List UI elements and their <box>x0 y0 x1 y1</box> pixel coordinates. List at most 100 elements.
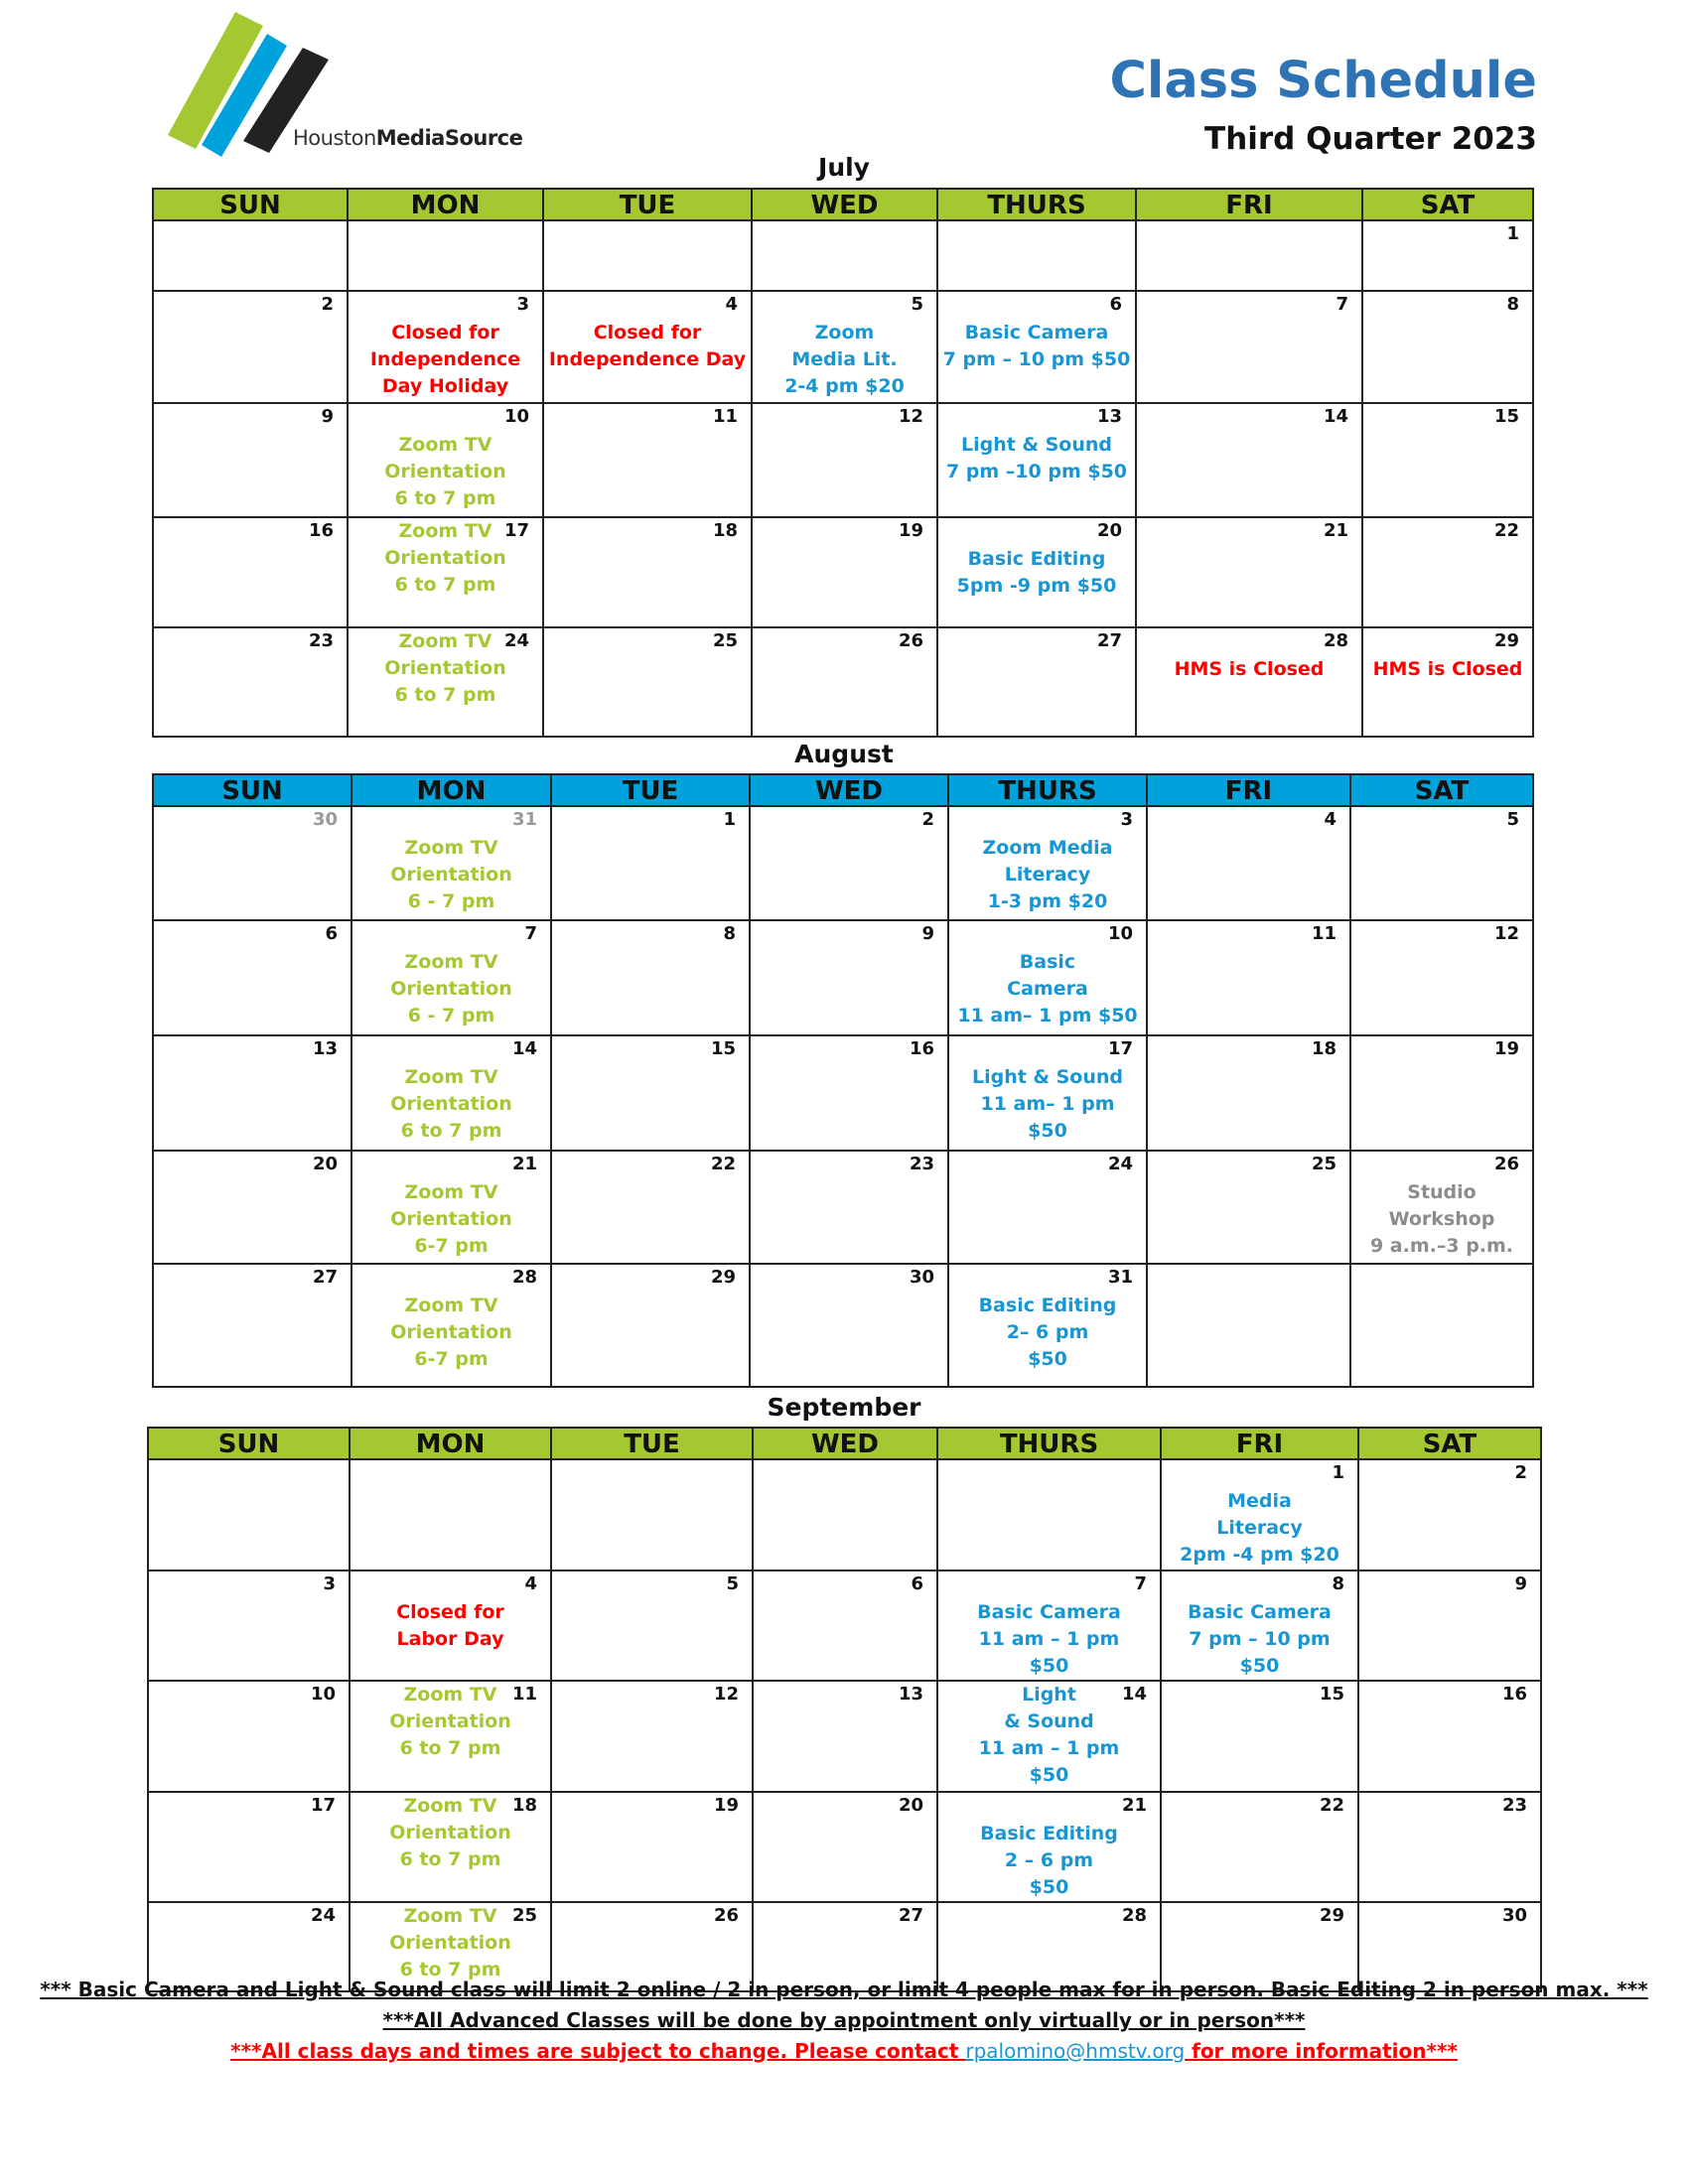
day-number: 1 <box>1332 1462 1344 1483</box>
class-event: Basic Editing 5pm -9 pm $50 <box>956 548 1117 597</box>
day-number: 30 <box>1501 1905 1527 1926</box>
day-number: 19 <box>713 1795 739 1816</box>
calendar-day-cell: 1 <box>1361 219 1534 292</box>
day-number: 24 <box>310 1905 336 1926</box>
class-event: Zoom TV Orientation 6 - 7 pm <box>390 951 512 1026</box>
day-number: 7 <box>524 923 537 944</box>
day-number: 1 <box>1506 223 1519 244</box>
class-event: Basic Editing 2– 6 pm $50 <box>978 1295 1117 1370</box>
day-number: 3 <box>323 1573 336 1594</box>
weekday-header-mon: MON <box>347 188 544 221</box>
weekday-header-mon: MON <box>349 1427 552 1460</box>
calendar-day-cell: 26 <box>550 1901 754 1992</box>
calendar-day-cell: 15 <box>550 1034 751 1152</box>
class-event: Zoom TV Orientation 6 to 7 pm <box>390 1066 512 1142</box>
day-number: 15 <box>1319 1684 1344 1705</box>
class-event: Zoom TV Orientation 6-7 pm <box>390 1295 512 1370</box>
weekday-header-sat: SAT <box>1349 773 1534 807</box>
calendar-day-cell: 16 <box>749 1034 949 1152</box>
weekday-header-fri: FRI <box>1160 1427 1359 1460</box>
day-number: 15 <box>710 1038 736 1059</box>
calendar-day-cell: 30 <box>1357 1901 1542 1992</box>
class-event: Closed for Independence Day <box>548 322 747 370</box>
day-number: 20 <box>1096 520 1122 541</box>
day-number: 21 <box>1121 1795 1147 1816</box>
day-number: 21 <box>511 1154 537 1174</box>
calendar-day-cell: 17 <box>147 1791 351 1903</box>
calendar-day-cell: 5 <box>550 1570 754 1682</box>
weekday-header-thurs: THURS <box>936 188 1137 221</box>
day-number: 26 <box>1493 1154 1519 1174</box>
logo-blue-stripe <box>202 34 287 157</box>
day-number: 28 <box>1121 1905 1147 1926</box>
day-number: 22 <box>1493 520 1519 541</box>
day-number: 22 <box>710 1154 736 1174</box>
day-number: 11 <box>511 1684 537 1705</box>
class-event: Zoom TV Orientation 6 to 7 pm <box>389 1905 511 1980</box>
day-number: 16 <box>909 1038 934 1059</box>
day-number: 23 <box>308 630 334 651</box>
weekday-header-wed: WED <box>751 188 938 221</box>
day-number: 22 <box>1319 1795 1344 1816</box>
page-subtitle: Third Quarter 2023 <box>1204 121 1537 157</box>
day-number: 31 <box>511 809 537 830</box>
calendar-day-cell: 12 <box>1349 919 1534 1036</box>
day-number: 26 <box>713 1905 739 1926</box>
day-number: 18 <box>712 520 738 541</box>
logo-green-stripe <box>168 12 263 149</box>
weekday-header-sun: SUN <box>147 1427 351 1460</box>
calendar-day-cell: 16 <box>1357 1680 1542 1793</box>
calendar-day-cell: 19 <box>1349 1034 1534 1152</box>
day-number: 25 <box>712 630 738 651</box>
day-number: 6 <box>911 1573 923 1594</box>
footer-contact-before: ***All class days and times are subject … <box>230 2039 966 2063</box>
class-event: Closed for Independence Day Holiday <box>369 322 521 397</box>
class-event: Closed for Labor Day <box>396 1601 504 1650</box>
contact-email-link[interactable]: rpalomino@hmstv.org <box>965 2039 1186 2063</box>
calendar-day-cell: 8 <box>1361 290 1534 404</box>
day-number: 11 <box>712 406 738 427</box>
day-number: 8 <box>723 923 736 944</box>
day-number: 18 <box>511 1795 537 1816</box>
calendar-day-cell: 27 <box>752 1901 938 1992</box>
day-number: 12 <box>713 1684 739 1705</box>
weekday-header-tue: TUE <box>542 188 753 221</box>
calendar-day-cell: 8 <box>550 919 751 1036</box>
weekday-header-sun: SUN <box>152 188 349 221</box>
class-event: Zoom Media Literacy 1-3 pm $20 <box>982 837 1113 912</box>
calendar-day-cell: 19 <box>550 1791 754 1903</box>
class-event: HMS is Closed <box>1372 658 1523 680</box>
day-number: 17 <box>1107 1038 1133 1059</box>
class-event: Zoom TV Orientation 6 - 7 pm <box>390 837 512 912</box>
calendar-day-cell: 27 <box>152 1263 352 1388</box>
day-number: 10 <box>503 406 529 427</box>
calendar-day-cell: 12 <box>550 1680 754 1793</box>
day-number: 3 <box>516 294 529 315</box>
weekday-header-wed: WED <box>749 773 949 807</box>
calendar-day-cell: 15 <box>1361 402 1534 518</box>
day-number: 3 <box>1120 809 1133 830</box>
day-number: 20 <box>898 1795 923 1816</box>
logo-wordmark-light: Houston <box>293 126 376 150</box>
calendar-empty-cell <box>347 219 544 292</box>
class-event: Zoom TV Orientation 6 to 7 pm <box>389 1684 511 1759</box>
day-number: 8 <box>1506 294 1519 315</box>
class-event: Zoom TV Orientation 6 to 7 pm <box>384 630 506 706</box>
day-number: 30 <box>312 809 338 830</box>
weekday-header-thurs: THURS <box>947 773 1148 807</box>
day-number: 14 <box>1121 1684 1147 1705</box>
day-number: 2 <box>321 294 334 315</box>
logo-black-stripe <box>243 48 329 153</box>
calendar-day-cell: 25 <box>542 626 753 738</box>
calendar-day-cell: 13 <box>752 1680 938 1793</box>
